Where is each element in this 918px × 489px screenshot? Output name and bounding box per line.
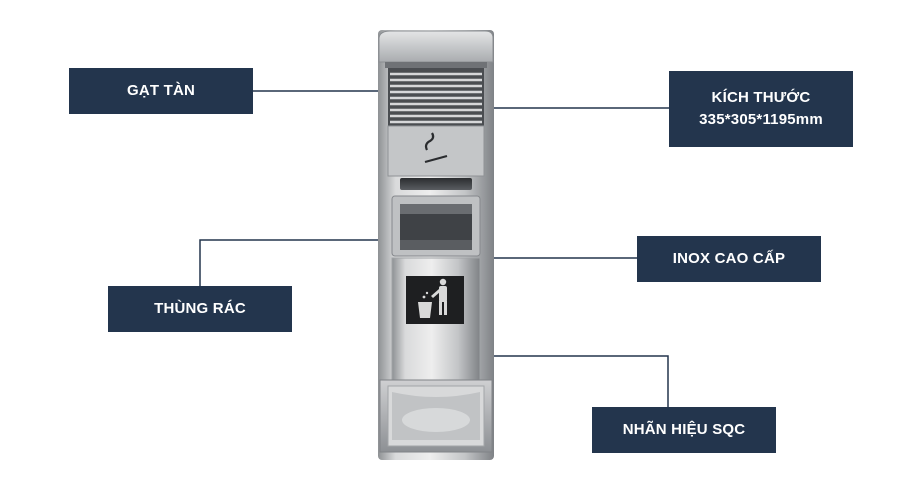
ashtray-grill <box>388 68 484 126</box>
connector-trash <box>199 239 390 286</box>
ashtray-front-panel <box>387 125 485 177</box>
label-trash-text: THÙNG RÁC <box>154 300 246 317</box>
connector-lines <box>199 90 669 407</box>
trash-compartment <box>391 195 481 257</box>
person-trash-icon <box>406 276 464 324</box>
disposal-slot <box>400 178 472 190</box>
connector-brand <box>478 355 669 407</box>
label-ashtray: GẠT TÀN <box>69 68 253 114</box>
label-trash: THÙNG RÁC <box>108 286 292 332</box>
label-ashtray-text: GẠT TÀN <box>126 82 196 99</box>
label-material: INOX CAO CẤP <box>637 236 821 282</box>
label-size-title: KÍCH THƯỚC <box>711 89 811 106</box>
label-brand-text: NHÃN HIỆU SQC <box>622 421 746 438</box>
cigarette-icon <box>424 132 448 164</box>
label-size-value: 335*305*1195mm <box>699 111 823 128</box>
bin-base <box>379 379 493 453</box>
label-material-text: INOX CAO CẤP <box>672 250 786 267</box>
label-size: KÍCH THƯỚC 335*305*1195mm <box>669 71 853 147</box>
label-brand: NHÃN HIỆU SQC <box>592 407 776 453</box>
